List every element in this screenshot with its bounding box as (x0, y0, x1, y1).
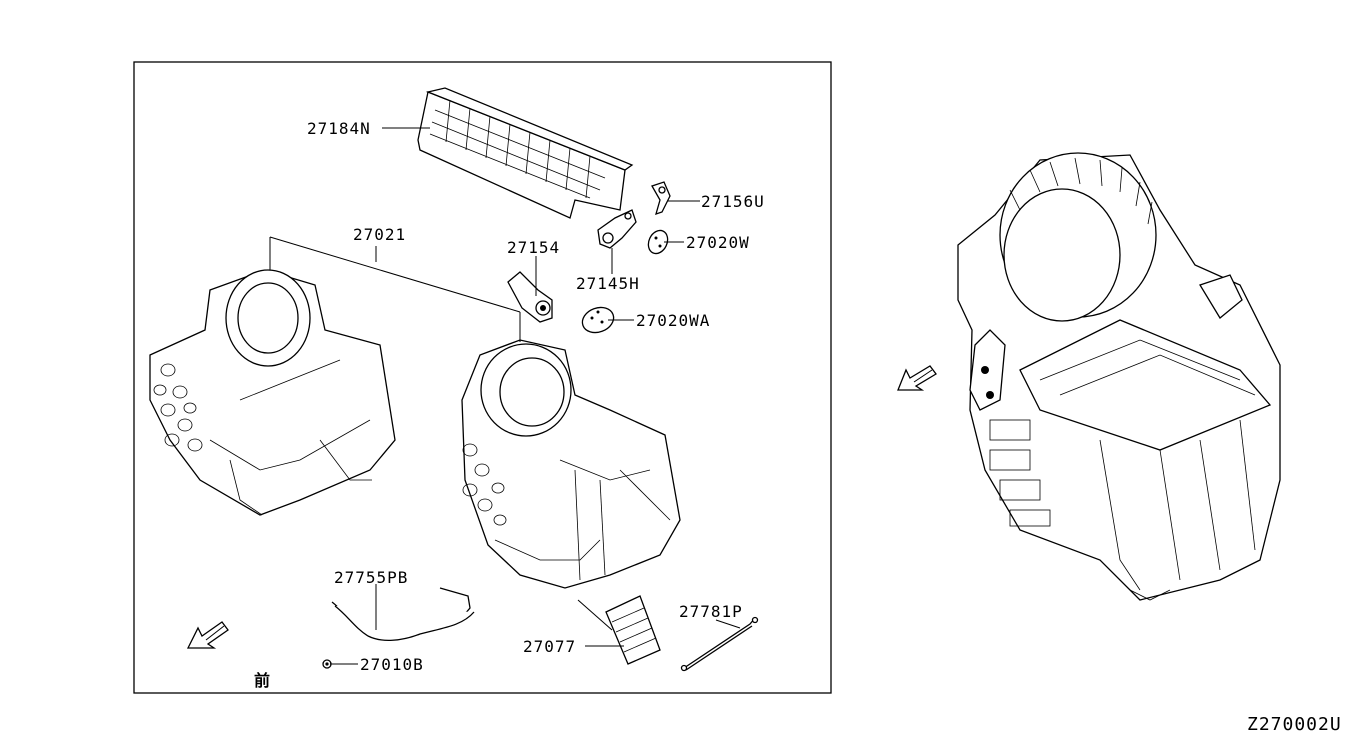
label-27755pb[interactable]: 27755PB (334, 568, 408, 587)
label-27077[interactable]: 27077 (523, 637, 576, 656)
label-27145h[interactable]: 27145H (576, 274, 640, 293)
lever-small-part[interactable] (507, 271, 553, 323)
label-27020w[interactable]: 27020W (686, 233, 750, 252)
harness-part[interactable] (680, 616, 759, 672)
heater-case-left-part[interactable] (149, 269, 396, 516)
assembled-unit[interactable] (957, 152, 1281, 601)
front-label: 前 (254, 671, 270, 690)
exploded-view-frame (133, 61, 832, 694)
lever-main-part[interactable] (597, 209, 637, 249)
heater-case-right-part[interactable] (461, 339, 681, 589)
label-27010b[interactable]: 27010B (360, 655, 424, 674)
label-27781p[interactable]: 27781P (679, 602, 743, 621)
clip-part[interactable] (322, 659, 332, 669)
label-27020wa[interactable]: 27020WA (636, 311, 710, 330)
resistor-part[interactable] (605, 595, 661, 665)
upper-duct-part[interactable] (417, 87, 634, 219)
label-27156u[interactable]: 27156U (701, 192, 765, 211)
diagram-code: Z270002U (1247, 714, 1342, 735)
drain-hose-part[interactable] (331, 587, 475, 641)
label-27154[interactable]: 27154 (507, 238, 560, 257)
mode-door-w-part[interactable] (645, 227, 671, 256)
lever-link-part[interactable] (651, 181, 671, 216)
front-arrow-assembled-icon (897, 365, 937, 391)
leader-lines (269, 127, 741, 665)
mode-door-wa-part[interactable] (579, 303, 617, 336)
label-27184n[interactable]: 27184N (307, 119, 371, 138)
front-arrow-icon (186, 621, 229, 649)
label-27021[interactable]: 27021 (353, 225, 406, 244)
